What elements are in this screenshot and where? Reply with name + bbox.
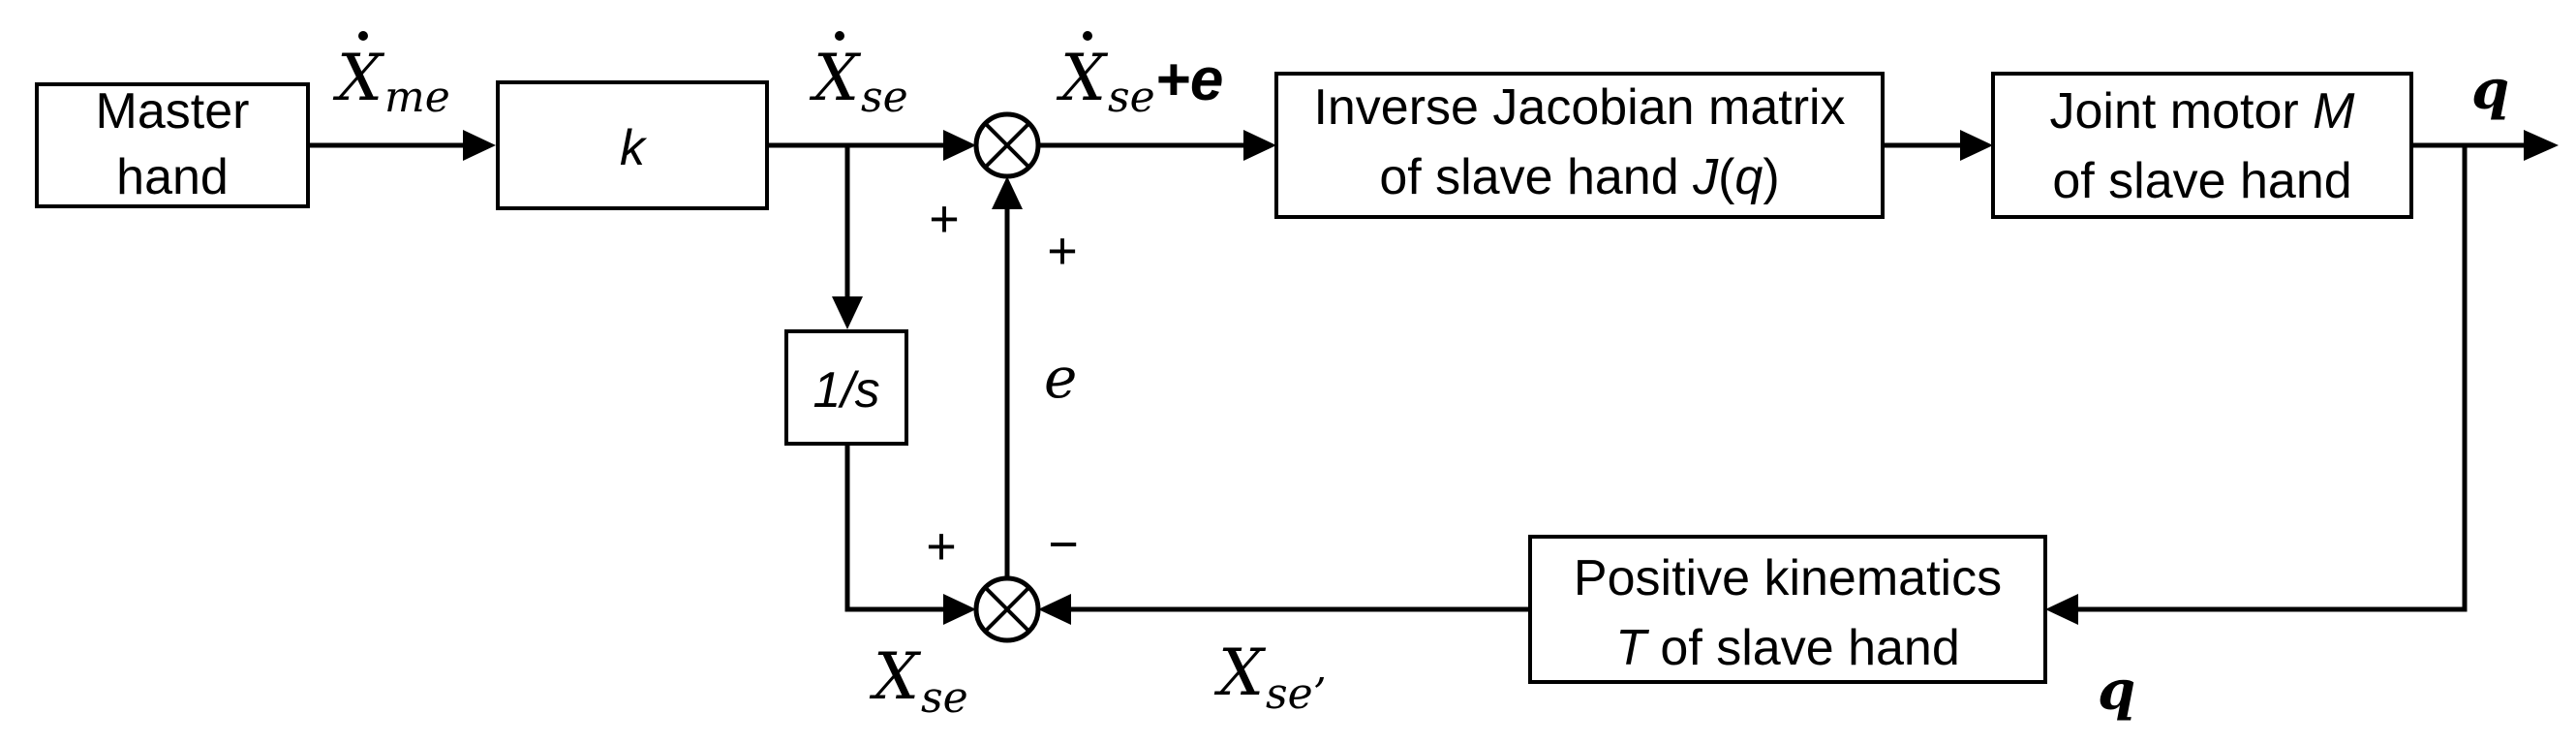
joint-motor-box — [1991, 72, 2413, 219]
xse-prime-main: X — [1213, 636, 1267, 710]
inverse-jacobian-block: Inverse Jacobian matrix of slave hand J(… — [1274, 72, 1885, 219]
signal-q-feedback: q — [2098, 659, 2135, 723]
integrator-box — [784, 329, 908, 446]
positive-kinematics-block: Positive kinematics T of slave hand — [1528, 535, 2047, 684]
signal-label-xme-dot: Xme — [332, 31, 450, 122]
xse-dot-mark — [835, 31, 844, 41]
joint-motor-label-line2: of slave hand — [2052, 153, 2351, 209]
sign-top-junction-bottom: + — [1047, 222, 1078, 280]
jacobian-line2-prefix: of slave hand — [1379, 149, 1693, 205]
jacobian-argument: q — [1734, 149, 1763, 205]
summing-junction-top-cross-b — [983, 121, 1031, 170]
arrowhead-kinematics-to-sum-bottom — [1038, 594, 1071, 625]
xse-subscript: se — [921, 673, 968, 723]
integrator-block: 1/s — [784, 329, 908, 446]
joint-motor-block: Joint motor M of slave hand — [1991, 72, 2413, 219]
arrowhead-output-q — [2524, 130, 2559, 161]
summing-junction-top — [973, 111, 1041, 179]
positive-kinematics-box — [1528, 535, 2047, 684]
master-hand-label-line1: Master — [96, 83, 250, 140]
positive-kinematics-label-line2: T of slave hand — [1615, 620, 1960, 676]
xme-subscript: me — [384, 73, 450, 122]
sign-bottom-junction-left: + — [926, 517, 957, 575]
signal-label-xse-dot-plus-e: Xse+e — [1056, 31, 1223, 122]
xme-dot-mark — [358, 31, 368, 41]
signal-xse-prime: Xse’ — [1213, 636, 1327, 719]
sign-bottom-junction-top: − — [1048, 515, 1079, 574]
gain-k-block: k — [496, 80, 769, 210]
jacobian-function-symbol: J — [1692, 149, 1719, 205]
arrowhead-integrator-to-sum-bottom — [943, 594, 976, 625]
arrowhead-master-to-gain — [463, 130, 496, 161]
joint-motor-variable: M — [2313, 83, 2355, 140]
signal-xse: Xse — [869, 639, 968, 723]
signal-xse-dot: Xse — [809, 41, 908, 122]
xse-dot-e-dot-mark — [1083, 31, 1092, 41]
jacobian-open-paren: ( — [1718, 149, 1735, 205]
xse-main: X — [869, 639, 922, 714]
arrowhead-branch-to-integrator — [832, 296, 863, 329]
sign-top-junction-left: + — [929, 190, 960, 248]
summing-junction-bottom-cross-b — [983, 585, 1031, 634]
kinematics-line2-suffix: of slave hand — [1646, 620, 1960, 676]
xse-dot-e-main: X — [1056, 41, 1109, 115]
jacobian-close-paren: ) — [1763, 149, 1779, 205]
signal-xme: Xme — [332, 41, 450, 122]
signal-label-xse-dot: Xse — [809, 31, 908, 122]
arrowhead-sum-top-to-jacobian — [1243, 130, 1276, 161]
positive-kinematics-label-line1: Positive kinematics — [1574, 550, 2002, 606]
wire-q-feedback — [2074, 145, 2468, 612]
signal-q-output: q — [2471, 58, 2509, 122]
gain-box — [496, 80, 769, 210]
xse-prime-subscript: se’ — [1266, 669, 1327, 719]
xse-dot-e-suffix: +e — [1155, 46, 1224, 113]
arrowhead-q-to-kinematics — [2045, 594, 2078, 625]
joint-motor-label-line1: Joint motor M — [2050, 83, 2356, 140]
master-hand-label-line2: hand — [116, 149, 229, 205]
arrowhead-error-feedback — [992, 176, 1023, 209]
summing-junction-bottom — [973, 575, 1041, 643]
integrator-label: 1/s — [813, 362, 879, 418]
arrowhead-gain-to-sum-top — [943, 130, 976, 161]
xse-dot-main: X — [809, 41, 862, 115]
gain-label: k — [620, 120, 648, 176]
xse-dot-subscript: se — [861, 73, 908, 122]
inverse-jacobian-box — [1274, 72, 1885, 219]
wire-integrator-to-sum-bottom — [844, 444, 947, 612]
arrowhead-jacobian-to-motor — [1960, 130, 1993, 161]
kinematics-variable: T — [1615, 620, 1649, 676]
signal-e: e — [1044, 345, 1077, 411]
joint-motor-line1-prefix: Joint motor — [2050, 83, 2314, 140]
xse-dot-e-subscript: se — [1108, 73, 1155, 122]
master-hand-block: Master hand — [35, 82, 310, 208]
xme-main: X — [332, 41, 385, 115]
master-hand-box — [35, 82, 310, 208]
signal-xse-dot-plus-e: Xse+e — [1056, 41, 1223, 122]
inverse-jacobian-label-line2: of slave hand J(q) — [1379, 149, 1779, 205]
inverse-jacobian-label-line1: Inverse Jacobian matrix — [1313, 79, 1845, 136]
